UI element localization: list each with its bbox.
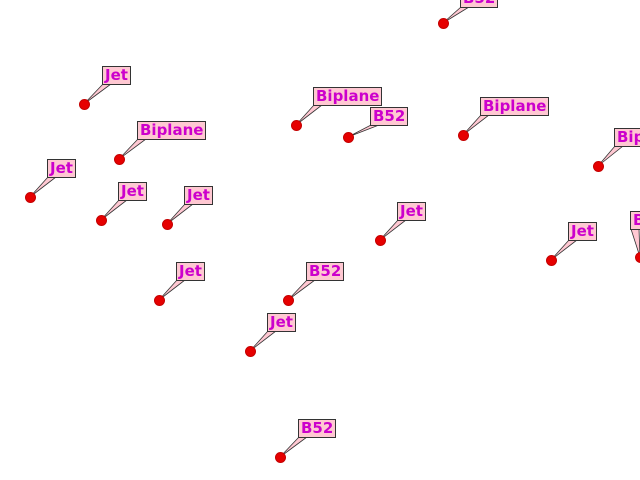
marker-label-b52[interactable]: B52 <box>306 262 345 281</box>
marker-label-b[interactable]: B <box>630 211 640 230</box>
marker-label-jet[interactable]: Jet <box>102 66 131 85</box>
marker-dot-b52[interactable] <box>342 131 354 143</box>
marker-dot-biplane[interactable] <box>290 119 302 131</box>
marker-dot-biplane[interactable] <box>592 160 604 172</box>
marker-dot-biplane[interactable] <box>113 153 125 165</box>
marker-label-jet[interactable]: Jet <box>184 186 213 205</box>
marker-label-b52[interactable]: B52 <box>460 0 499 8</box>
marker-label-jet[interactable]: Jet <box>267 313 296 332</box>
marker-dot-jet[interactable] <box>95 214 107 226</box>
marker-dot-jet[interactable] <box>374 234 386 246</box>
marker-label-b52[interactable]: B52 <box>298 419 337 438</box>
marker-label-jet[interactable]: Jet <box>568 222 597 241</box>
marker-dot-biplane[interactable] <box>457 129 469 141</box>
marker-label-biplane[interactable]: Biplane <box>137 121 207 140</box>
marker-label-jet[interactable]: Jet <box>47 159 76 178</box>
marker-dot-jet[interactable] <box>244 345 256 357</box>
marker-dot-jet[interactable] <box>24 191 36 203</box>
marker-dot-jet[interactable] <box>545 254 557 266</box>
marker-label-jet[interactable]: Jet <box>176 262 205 281</box>
marker-label-biplane[interactable]: Biplane <box>480 97 550 116</box>
marker-label-jet[interactable]: Jet <box>397 202 426 221</box>
marker-dot-b[interactable] <box>634 251 640 263</box>
marker-label-jet[interactable]: Jet <box>118 182 147 201</box>
marker-dot-jet[interactable] <box>78 98 90 110</box>
marker-label-b52[interactable]: B52 <box>370 107 409 126</box>
marker-dot-b52[interactable] <box>437 17 449 29</box>
marker-label-biplane[interactable]: Biplane <box>313 87 383 106</box>
marker-label-biplane[interactable]: Biplane <box>614 128 640 147</box>
marker-dot-jet[interactable] <box>153 294 165 306</box>
marker-dot-b52[interactable] <box>274 451 286 463</box>
marker-dot-b52[interactable] <box>282 294 294 306</box>
marker-dot-jet[interactable] <box>161 218 173 230</box>
